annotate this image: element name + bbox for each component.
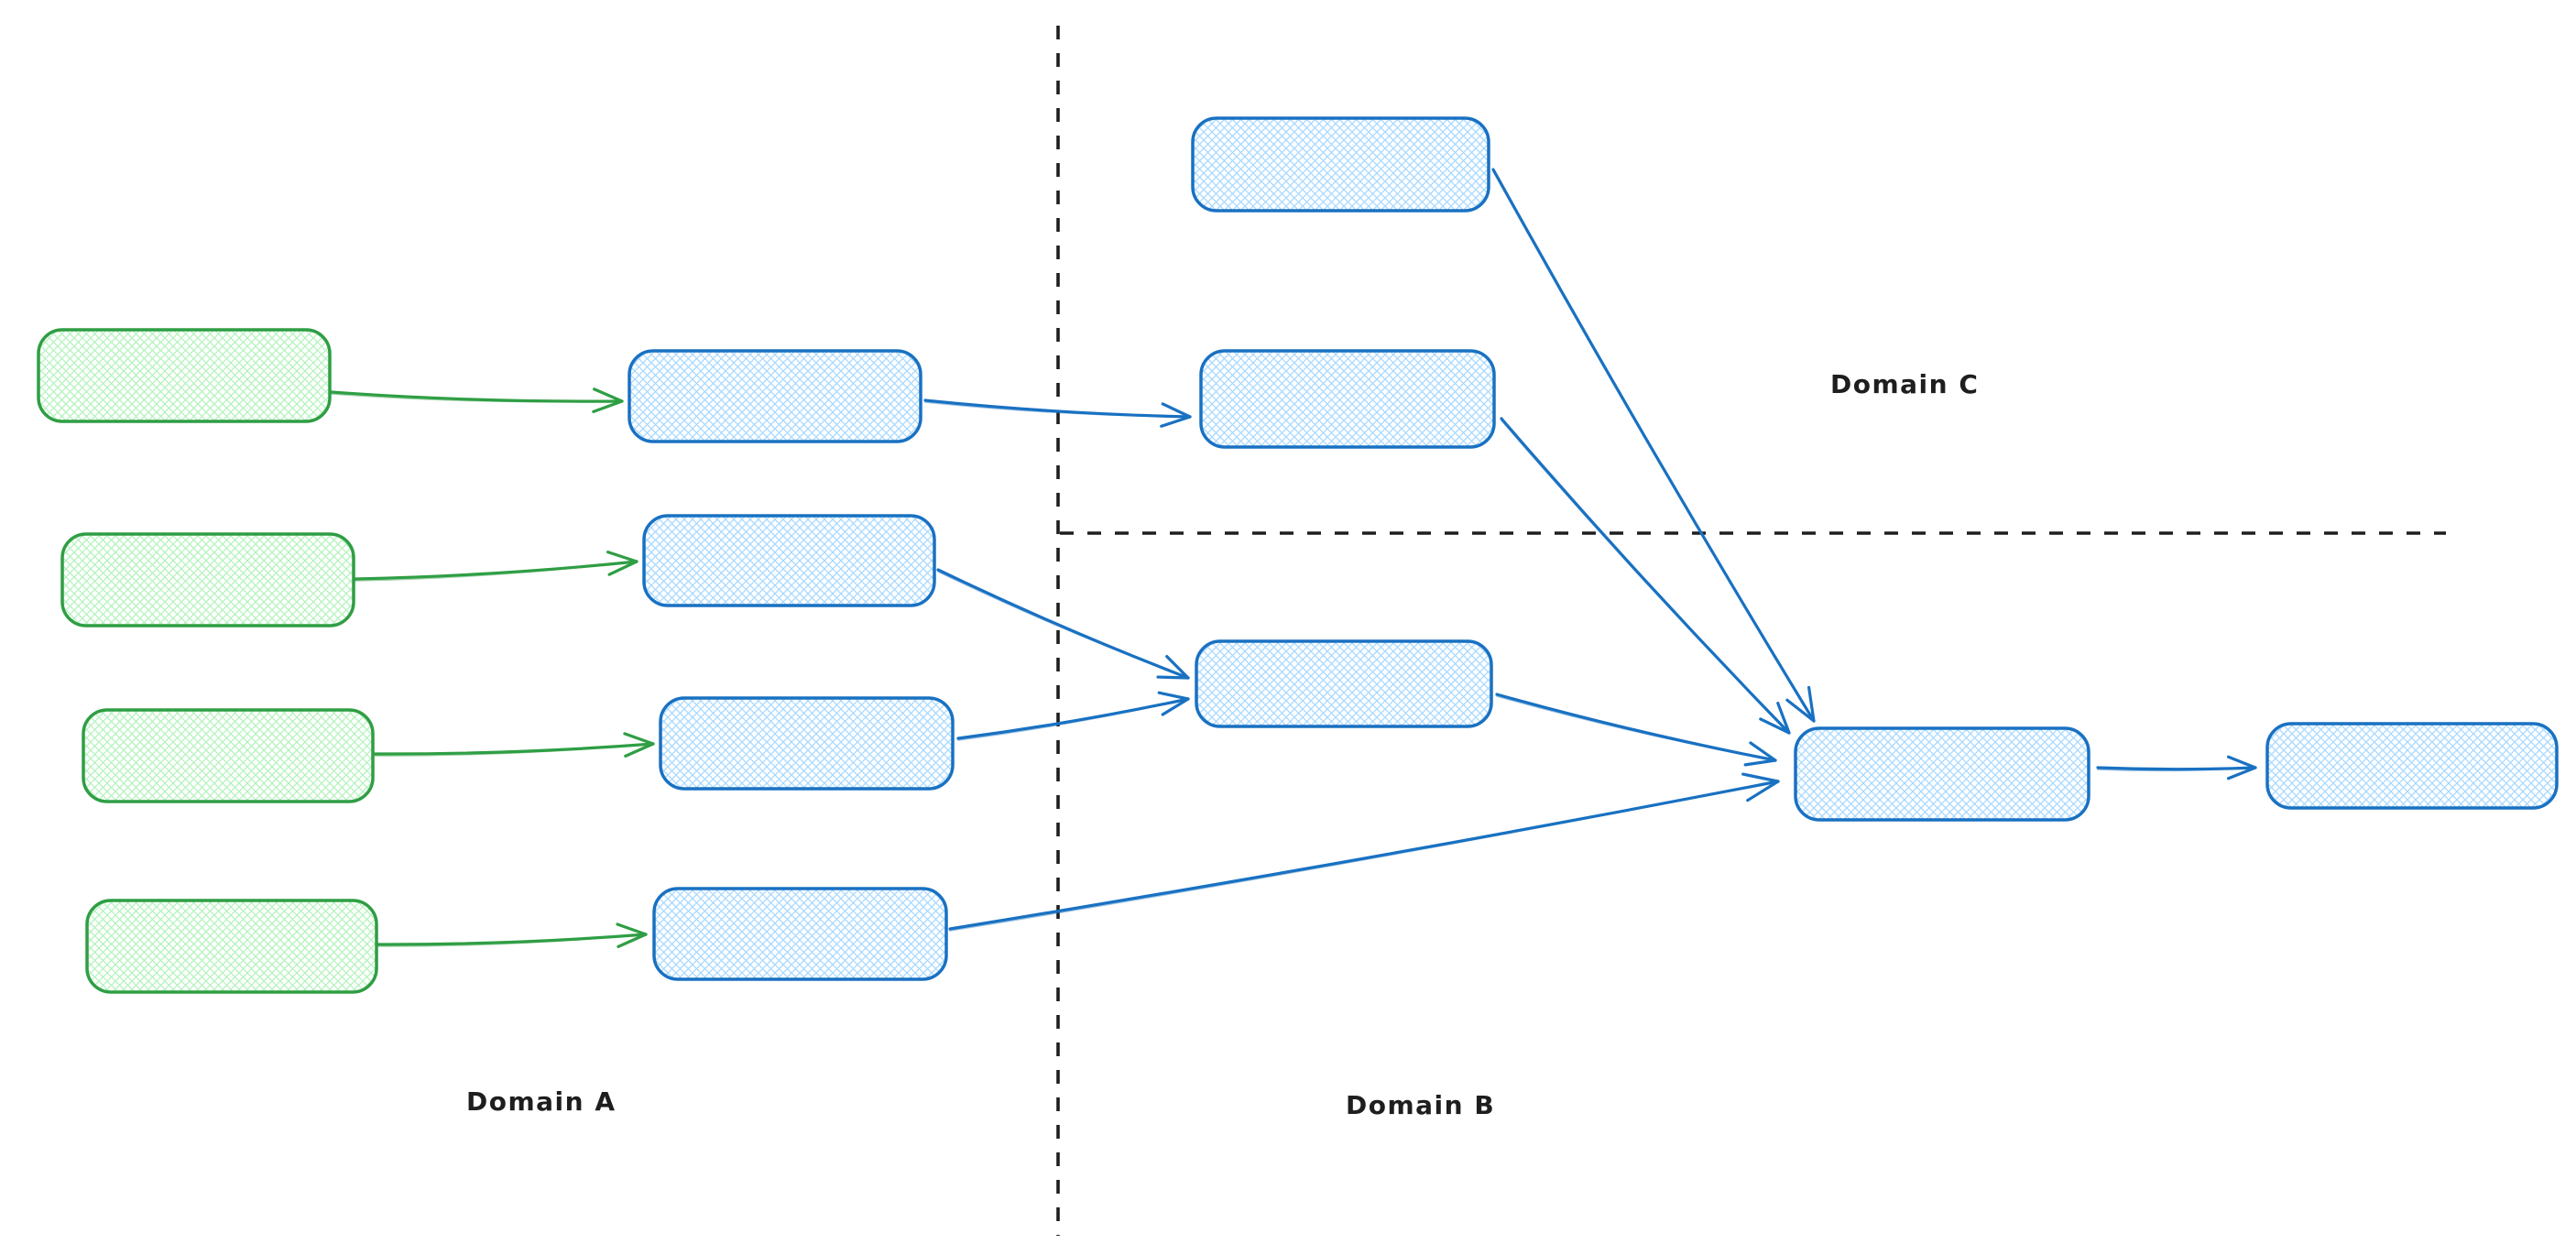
domain-c-node-2[interactable] xyxy=(1199,349,1496,449)
edge-cnode2-merge[interactable] xyxy=(1500,417,1791,735)
domain-a-source-3[interactable] xyxy=(82,708,375,803)
edge-merge-output[interactable] xyxy=(2096,755,2257,780)
edge-source3-stage3[interactable] xyxy=(373,732,655,758)
domain-b-output[interactable] xyxy=(2265,722,2559,810)
domain-a-source-4[interactable] xyxy=(85,899,378,994)
edge-cnode1-merge[interactable] xyxy=(1491,168,1816,723)
domain-b-merge[interactable] xyxy=(1794,726,2090,822)
edge-source1-stage1[interactable] xyxy=(330,387,624,413)
domain-a-stage-1[interactable] xyxy=(628,349,922,443)
edge-source4-stage4[interactable] xyxy=(377,922,648,948)
domain-c-label[interactable]: Domain C xyxy=(1830,369,1979,399)
edge-source2-stage2[interactable] xyxy=(354,551,639,582)
edge-stage3-bnode1[interactable] xyxy=(956,691,1190,741)
edge-bnode1-merge[interactable] xyxy=(1495,693,1777,767)
edge-stage4-merge[interactable] xyxy=(948,772,1780,932)
domain-b-node-1[interactable] xyxy=(1195,639,1493,728)
edge-stage2-bnode1[interactable] xyxy=(936,568,1190,680)
domain-a-stage-4[interactable] xyxy=(652,887,948,981)
domain-a-stage-2[interactable] xyxy=(642,514,936,607)
domain-c-node-1[interactable] xyxy=(1191,116,1490,213)
domain-a-source-2[interactable] xyxy=(60,532,355,628)
domain-a-label[interactable]: Domain A xyxy=(466,1086,617,1117)
domain-b-label[interactable]: Domain B xyxy=(1346,1090,1495,1120)
domain-a-stage-3[interactable] xyxy=(659,696,955,791)
edge-stage1-cnode2[interactable] xyxy=(923,398,1192,428)
domain-a-source-1[interactable] xyxy=(37,328,332,423)
